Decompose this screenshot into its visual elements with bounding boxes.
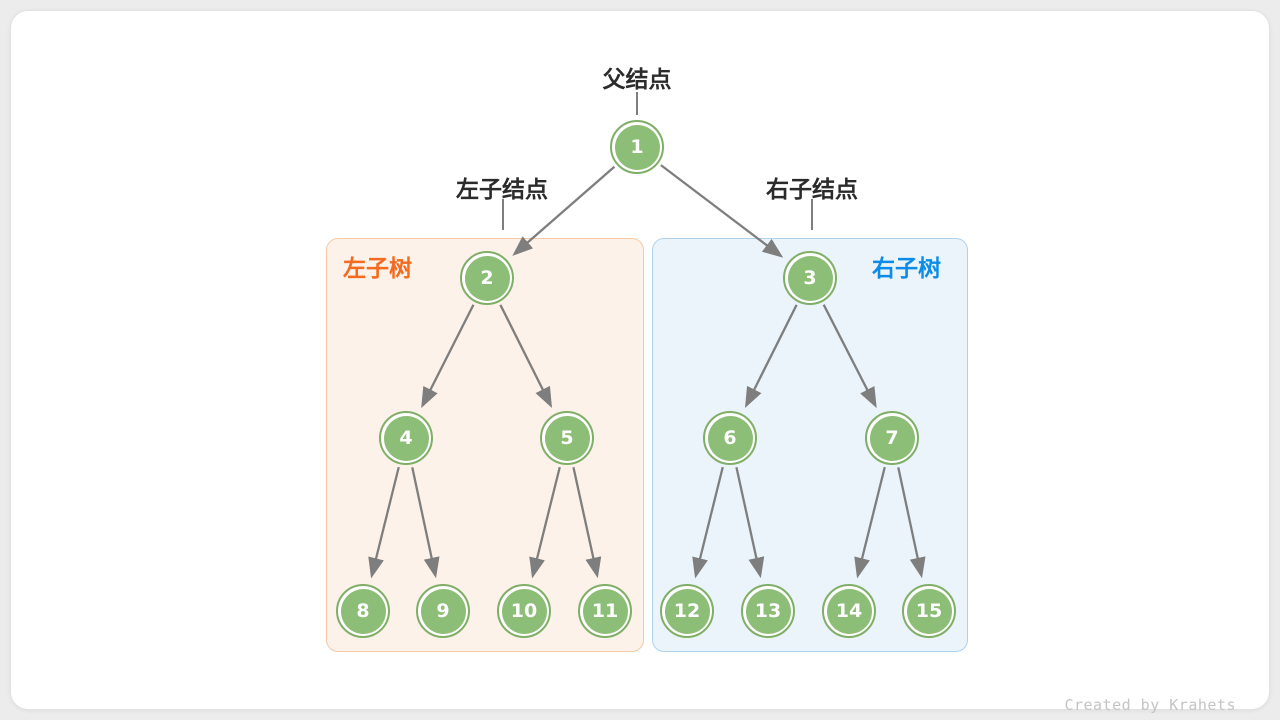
tree-node-value: 1 [614, 124, 660, 170]
tree-node-value: 2 [464, 255, 510, 301]
tree-node-7: 7 [865, 411, 919, 465]
tree-node-value: 7 [869, 415, 915, 461]
tree-node-14: 14 [822, 584, 876, 638]
tree-node-value: 6 [707, 415, 753, 461]
tree-node-4: 4 [379, 411, 433, 465]
tree-node-value: 5 [544, 415, 590, 461]
tree-node-11: 11 [578, 584, 632, 638]
tree-node-10: 10 [497, 584, 551, 638]
right-child-label: 右子结点 [766, 176, 858, 202]
tree-node-12: 12 [660, 584, 714, 638]
tree-node-2: 2 [460, 251, 514, 305]
parent-node-label: 父结点 [602, 66, 672, 92]
tree-node-value: 3 [787, 255, 833, 301]
watermark: Created by Krahets [1064, 696, 1236, 714]
right-subtree-label: 右子树 [872, 255, 941, 281]
tree-node-value: 9 [420, 588, 466, 634]
tree-node-6: 6 [703, 411, 757, 465]
tree-node-value: 11 [582, 588, 628, 634]
tree-node-1: 1 [610, 120, 664, 174]
tree-node-value: 12 [664, 588, 710, 634]
tree-node-value: 14 [826, 588, 872, 634]
tree-node-15: 15 [902, 584, 956, 638]
tree-node-3: 3 [783, 251, 837, 305]
tree-node-9: 9 [416, 584, 470, 638]
tree-node-13: 13 [741, 584, 795, 638]
tree-node-value: 10 [501, 588, 547, 634]
tree-node-8: 8 [336, 584, 390, 638]
tree-node-5: 5 [540, 411, 594, 465]
tree-node-value: 13 [745, 588, 791, 634]
tree-node-value: 8 [340, 588, 386, 634]
tree-node-value: 15 [906, 588, 952, 634]
left-child-label: 左子结点 [456, 176, 548, 202]
left-subtree-label: 左子树 [343, 255, 412, 281]
tree-node-value: 4 [383, 415, 429, 461]
